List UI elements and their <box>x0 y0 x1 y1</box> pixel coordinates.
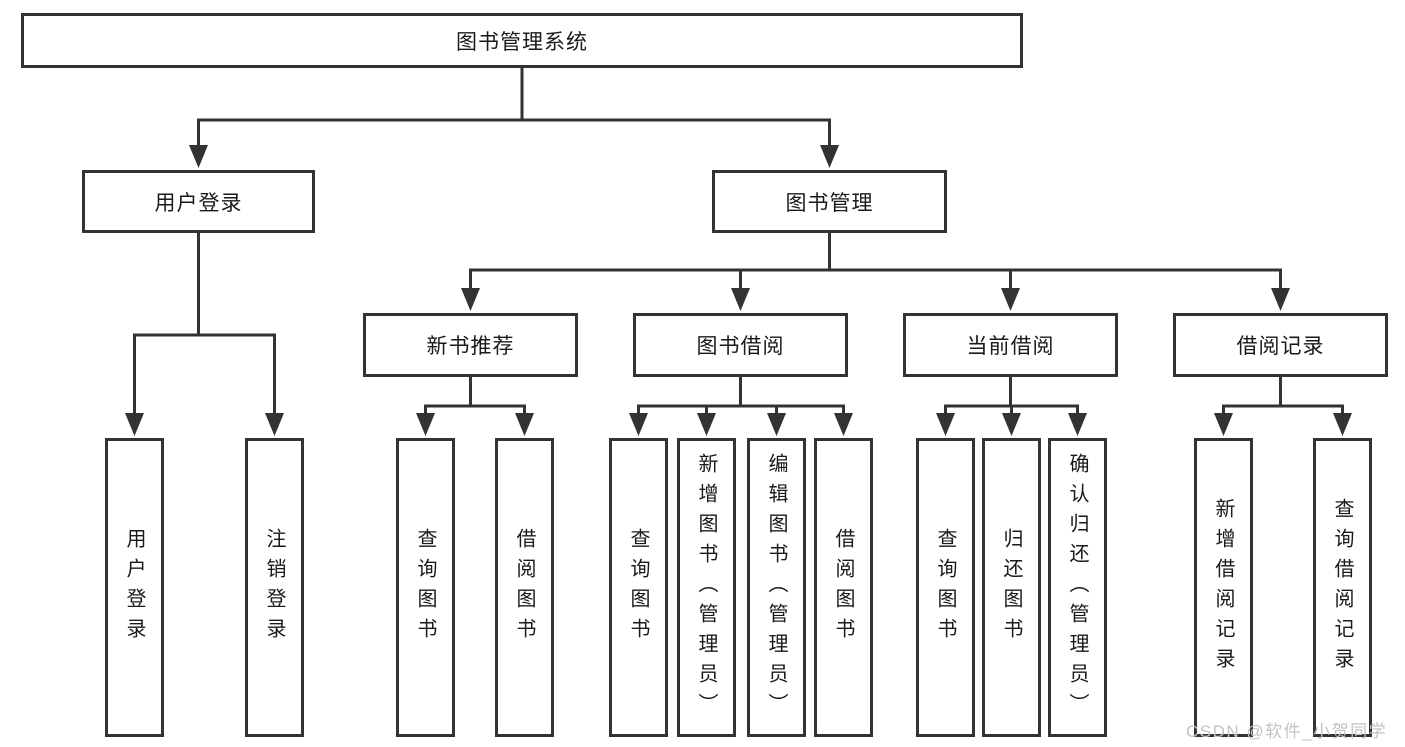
leaf-query-borrow-record: 查询借阅记录 <box>1313 438 1372 737</box>
arrowhead <box>1002 413 1021 436</box>
connectors-book-borrow-children <box>629 375 853 436</box>
arrowhead <box>1333 413 1352 436</box>
connectors-current-borrow-children <box>936 375 1087 436</box>
arrowhead <box>189 145 208 168</box>
leaf-confirm-return-admin: 确认归还（管理员） <box>1048 438 1107 737</box>
leaf-add-borrow-record: 新增借阅记录 <box>1194 438 1253 737</box>
leaf-add-books-admin: 新增图书（管理员） <box>677 438 736 737</box>
node-book-borrow: 图书借阅 <box>633 313 848 377</box>
arrowhead <box>697 413 716 436</box>
arrowhead <box>416 413 435 436</box>
csdn-watermark: CSDN @软件_小贺同学 <box>1186 722 1388 741</box>
arrowhead <box>515 413 534 436</box>
node-user-login: 用户登录 <box>82 170 315 233</box>
leaf-edit-books-admin: 编辑图书（管理员） <box>747 438 806 737</box>
node-borrow-record: 借阅记录 <box>1173 313 1388 377</box>
connectors-root-to-level2 <box>189 66 839 168</box>
arrowhead <box>767 413 786 436</box>
leaf-borrow-books-newrec: 借阅图书 <box>495 438 554 737</box>
node-book-management: 图书管理 <box>712 170 947 233</box>
arrowhead <box>125 413 144 436</box>
node-library-management-system: 图书管理系统 <box>21 13 1023 68</box>
arrowhead <box>461 288 480 311</box>
connectors-new-book-children <box>416 375 534 436</box>
arrowhead <box>265 413 284 436</box>
leaf-borrow-books: 借阅图书 <box>814 438 873 737</box>
arrowhead <box>1068 413 1087 436</box>
leaf-query-books-borrow: 查询图书 <box>609 438 668 737</box>
arrowhead <box>936 413 955 436</box>
connectors-book-management-children <box>461 231 1290 311</box>
arrowhead <box>629 413 648 436</box>
arrowhead <box>1001 288 1020 311</box>
connectors-borrow-record-children <box>1214 375 1352 436</box>
arrowhead <box>834 413 853 436</box>
leaf-logout-login: 注销登录 <box>245 438 304 737</box>
node-current-borrow: 当前借阅 <box>903 313 1118 377</box>
connectors-user-login-children <box>125 231 284 436</box>
arrowhead <box>820 145 839 168</box>
arrowhead <box>1271 288 1290 311</box>
leaf-query-books-current: 查询图书 <box>916 438 975 737</box>
arrowhead <box>1214 413 1233 436</box>
leaf-query-books-newrec: 查询图书 <box>396 438 455 737</box>
leaf-return-books: 归还图书 <box>982 438 1041 737</box>
node-new-book-recommend: 新书推荐 <box>363 313 578 377</box>
leaf-user-login: 用户登录 <box>105 438 164 737</box>
arrowhead <box>731 288 750 311</box>
